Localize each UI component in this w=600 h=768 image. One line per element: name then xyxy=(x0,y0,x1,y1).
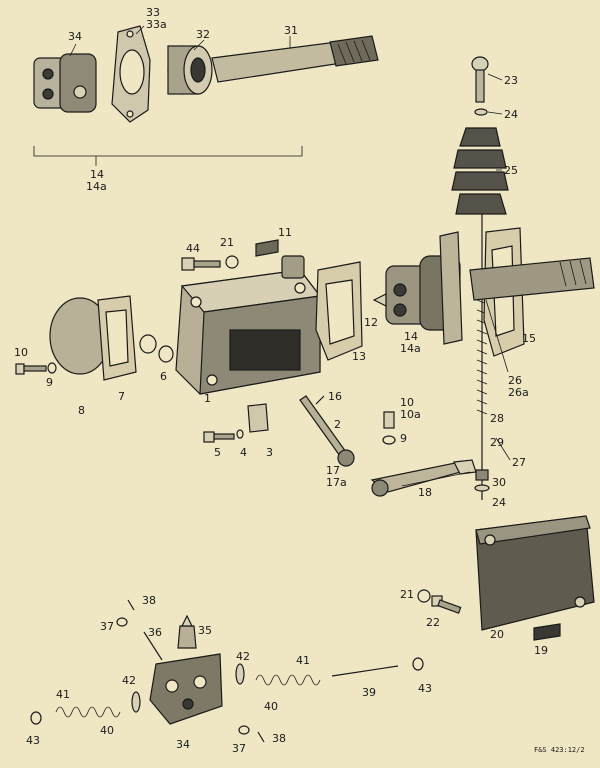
leader-lines xyxy=(69,25,511,461)
label-42-left: 42 xyxy=(122,674,136,687)
drive-shaft xyxy=(211,35,379,83)
label-28: 28 xyxy=(490,412,504,425)
label-10-left: 10 xyxy=(14,346,28,359)
label-9-mid: 9 xyxy=(400,432,407,445)
label-43-left: 43 xyxy=(26,734,40,747)
label-37-bottom: 37 xyxy=(232,742,246,755)
label-3: 3 xyxy=(266,446,273,459)
label-38-top: 38 xyxy=(142,594,156,607)
label-26: 26 xyxy=(508,374,522,387)
label-6: 6 xyxy=(160,370,167,383)
label-31: 31 xyxy=(284,24,298,37)
label-15: 15 xyxy=(522,332,536,345)
label-17a: 17a xyxy=(326,476,347,489)
label-16: 16 xyxy=(328,390,342,403)
gear-lever-assembly xyxy=(451,56,509,500)
label-10-mid: 10 xyxy=(400,396,414,409)
label-9-left: 9 xyxy=(46,376,53,389)
label-12: 12 xyxy=(364,316,378,329)
label-26a: 26a xyxy=(508,386,529,399)
left-cover-group xyxy=(15,295,174,381)
label-5: 5 xyxy=(214,446,221,459)
label-2: 2 xyxy=(334,418,341,431)
label-14-mid: 14 xyxy=(404,330,418,343)
label-29: 29 xyxy=(490,436,504,449)
label-14a-top: 14a xyxy=(86,180,107,193)
detent-assembly xyxy=(30,599,424,743)
label-10a-mid: 10a xyxy=(400,408,421,421)
bearing xyxy=(167,45,213,95)
label-41-right: 41 xyxy=(296,654,310,667)
label-24-mid: 24 xyxy=(492,496,506,509)
pump-head-middle xyxy=(372,231,463,345)
label-36: 36 xyxy=(148,626,162,639)
label-32: 32 xyxy=(196,28,210,41)
top-shaft-assembly xyxy=(33,25,379,166)
label-35: 35 xyxy=(198,624,212,637)
label-27: 27 xyxy=(512,456,526,469)
label-30: 30 xyxy=(492,476,506,489)
label-37-top: 37 xyxy=(100,620,114,633)
label-34-bottom: 34 xyxy=(176,738,190,751)
label-41-left: 41 xyxy=(56,688,70,701)
label-4: 4 xyxy=(240,446,247,459)
label-13: 13 xyxy=(352,350,366,363)
label-21-bottom: 21 xyxy=(400,588,414,601)
flange-plate xyxy=(111,25,151,123)
label-24-top: 24 xyxy=(504,108,518,121)
label-8: 8 xyxy=(78,404,85,417)
group-bracket-top xyxy=(33,146,303,157)
label-38-bottom: 38 xyxy=(272,732,286,745)
selector-rod-group xyxy=(203,395,477,497)
label-11: 11 xyxy=(278,226,292,239)
label-21-top: 21 xyxy=(220,236,234,249)
label-40-left: 40 xyxy=(100,724,114,737)
label-17: 17 xyxy=(326,464,340,477)
label-18: 18 xyxy=(418,486,432,499)
label-14-top: 14 xyxy=(90,168,104,181)
label-14a-mid: 14a xyxy=(400,342,421,355)
reference-code: F&S 423:12/2 xyxy=(534,746,585,754)
pump-head-top xyxy=(33,53,97,113)
label-22: 22 xyxy=(426,616,440,629)
label-33a: 33a xyxy=(146,18,167,31)
main-housing xyxy=(175,255,322,395)
label-42-right: 42 xyxy=(236,650,250,663)
label-44: 44 xyxy=(186,242,200,255)
label-34-top: 34 xyxy=(68,30,82,43)
label-43-right: 43 xyxy=(418,682,432,695)
gasket-and-pin xyxy=(315,261,363,361)
label-33: 33 xyxy=(146,6,160,19)
housing-fasteners xyxy=(181,239,279,271)
shaft-and-gasket-right xyxy=(469,227,595,357)
label-23: 23 xyxy=(504,74,518,87)
label-7: 7 xyxy=(118,390,125,403)
label-20: 20 xyxy=(490,628,504,641)
part-labels: 34 33 33a 32 31 14 14a 23 24 25 44 21 11… xyxy=(14,6,548,755)
label-39: 39 xyxy=(362,686,376,699)
label-19: 19 xyxy=(534,644,548,657)
label-40-right: 40 xyxy=(264,700,278,713)
label-25: 25 xyxy=(504,164,518,177)
label-1: 1 xyxy=(204,392,211,405)
side-cover xyxy=(417,515,595,641)
